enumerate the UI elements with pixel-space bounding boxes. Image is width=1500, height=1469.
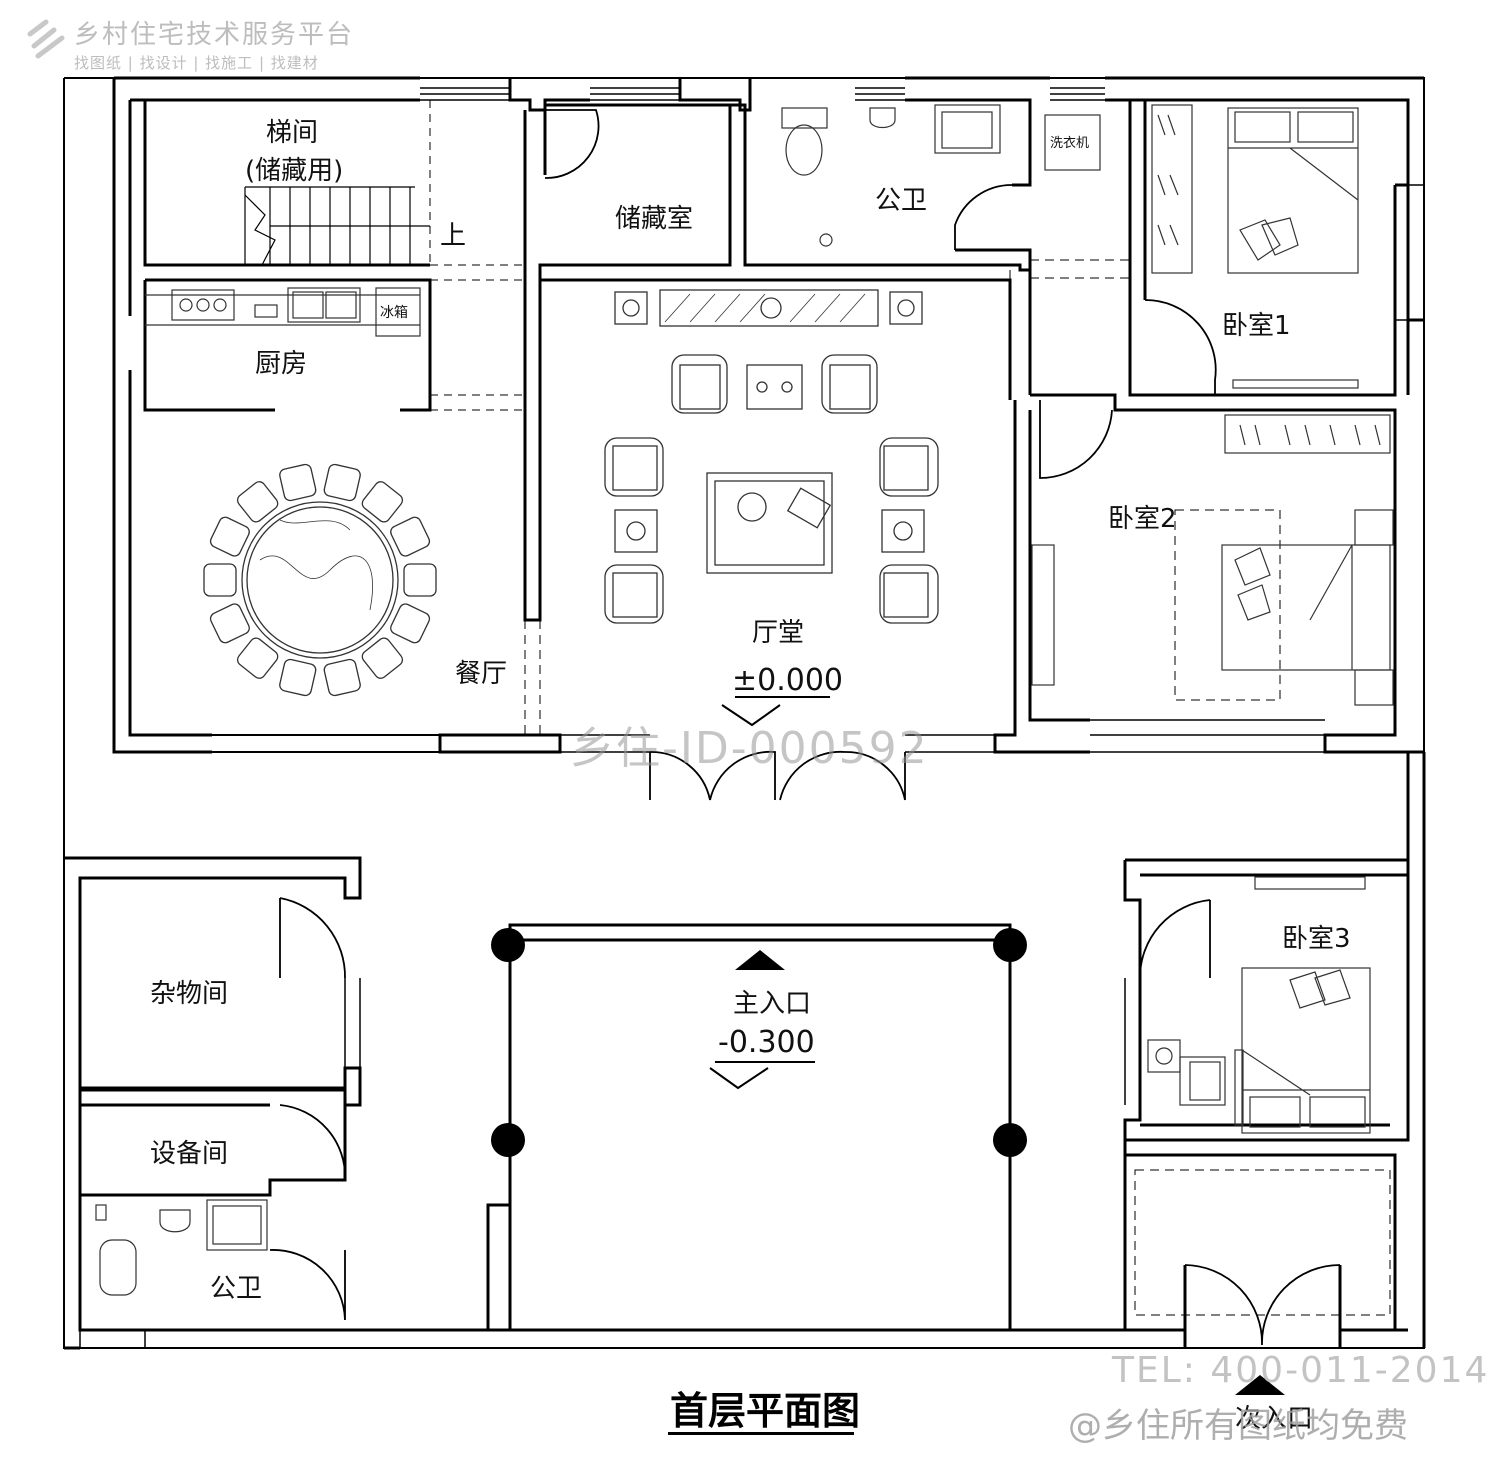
label-stair: 梯间 <box>266 118 319 148</box>
label-dining: 餐厅 <box>455 659 508 689</box>
dining-chair <box>279 463 317 502</box>
dining-chair <box>323 658 361 697</box>
dining-chairs <box>203 463 437 697</box>
platform-tagline: 找图纸 | 找设计 | 找施工 | 找建材 <box>74 54 319 72</box>
side-entrance-arrow <box>1235 1375 1285 1395</box>
phone-watermark: TEL: 400-011-2014 <box>1112 1350 1490 1391</box>
dining-chair <box>390 603 431 644</box>
bedroom3-furniture <box>1147 876 1371 1134</box>
dining-chair <box>209 603 250 644</box>
label-sundry: 杂物间 <box>150 979 229 1009</box>
dining-chair <box>403 563 437 597</box>
label-entrance: 主入口 <box>733 989 812 1019</box>
entrance-arrow <box>735 950 785 970</box>
bedroom2-furniture <box>1031 414 1394 706</box>
label-hall-level: ±0.000 <box>732 663 844 698</box>
label-hall: 厅堂 <box>752 618 805 648</box>
dining-chair <box>390 516 431 557</box>
label-stair-up: 上 <box>440 221 467 251</box>
dining-chair <box>361 481 404 523</box>
level-marker-hall <box>721 696 830 727</box>
dining-chair <box>323 463 361 502</box>
dining-chair <box>209 516 250 557</box>
staircase <box>244 186 430 266</box>
label-storage: 储藏室 <box>615 204 694 234</box>
design-id-watermark: 乡住-ID-000592 <box>570 723 929 774</box>
label-fridge: 冰箱 <box>380 305 408 321</box>
platform-logo-icon <box>27 19 65 59</box>
title-underline <box>668 1432 854 1435</box>
bath-south-fixtures <box>95 1199 268 1296</box>
platform-name: 乡村住宅技术服务平台 <box>74 20 355 50</box>
label-bedroom3: 卧室3 <box>1282 924 1351 954</box>
pavilion-columns <box>491 928 1027 1157</box>
label-side-entrance: 次入口 <box>1235 1404 1314 1434</box>
label-stair-note: (储藏用) <box>245 156 344 186</box>
dining-table <box>241 501 399 659</box>
drawing-title: 首层平面图 <box>670 1388 861 1433</box>
label-entrance-level: -0.300 <box>718 1025 815 1060</box>
label-kitchen: 厨房 <box>255 349 308 379</box>
bath-north-fixtures <box>781 104 1101 247</box>
dining-chair <box>361 637 404 679</box>
hall-furniture <box>604 289 939 624</box>
dining-chair <box>236 481 279 523</box>
label-washer: 洗衣机 <box>1050 136 1090 151</box>
label-bedroom1: 卧室1 <box>1222 311 1291 341</box>
dining-chair <box>236 637 279 679</box>
label-equipment: 设备间 <box>150 1139 229 1169</box>
label-bedroom2: 卧室2 <box>1108 504 1177 534</box>
dining-chair <box>279 658 317 697</box>
label-bath-north: 公卫 <box>875 186 928 216</box>
kitchen-fixtures <box>145 287 421 337</box>
dining-chair <box>203 563 237 597</box>
free-note-watermark: @乡住所有图纸均免费 <box>1068 1406 1408 1446</box>
label-bath-south: 公卫 <box>210 1274 263 1304</box>
level-marker-entrance <box>709 1061 815 1090</box>
bedroom1-furniture <box>1151 104 1359 389</box>
